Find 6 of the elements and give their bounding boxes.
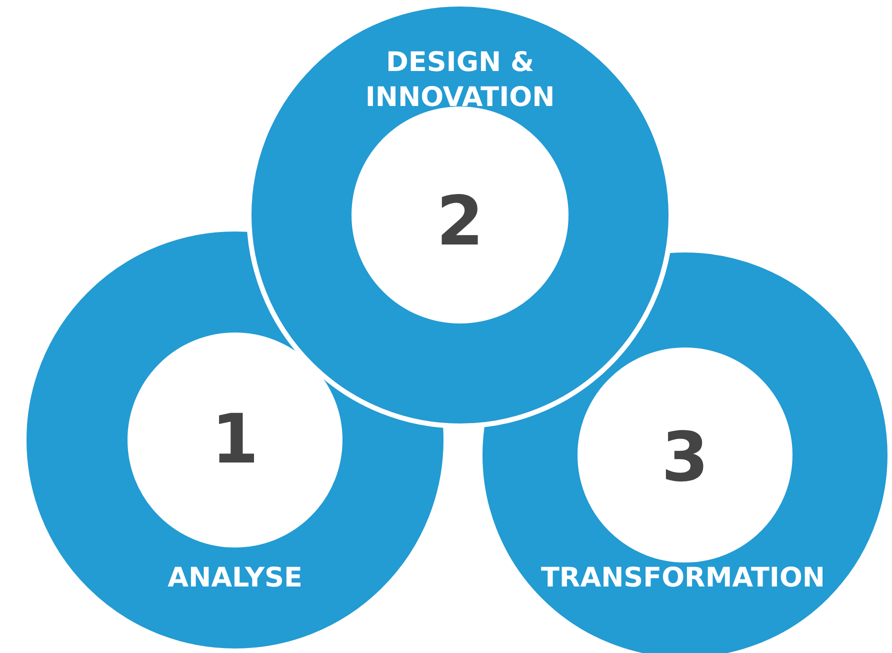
step-number: 1 [211, 400, 259, 480]
step-label: DESIGN & INNOVATION [364, 46, 556, 115]
step-number: 2 [436, 182, 484, 262]
step-label: ANALYSE [166, 561, 304, 596]
step-label: TRANSFORMATION [540, 561, 826, 596]
step-number: 3 [661, 418, 709, 498]
